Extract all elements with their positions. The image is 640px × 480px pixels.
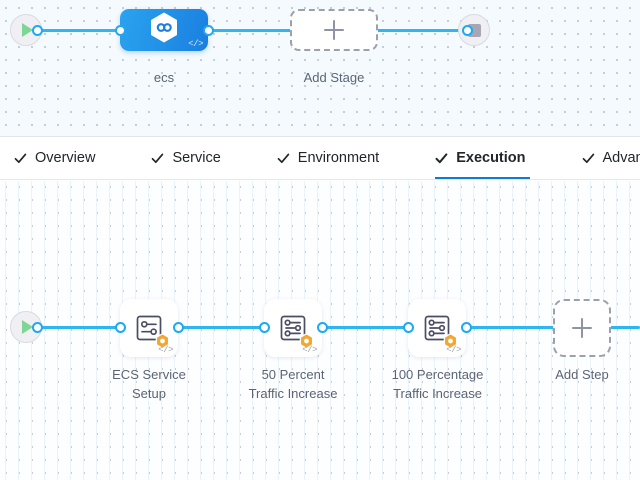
- tab-overview[interactable]: Overview: [8, 137, 109, 179]
- stage-node-ecs[interactable]: </>: [120, 9, 208, 51]
- step2-in-port[interactable]: [259, 322, 270, 333]
- tab-environment[interactable]: Environment: [271, 137, 393, 179]
- add-stage-button[interactable]: [290, 9, 378, 51]
- code-badge-icon: </>: [188, 39, 203, 49]
- tab-execution[interactable]: Execution: [429, 137, 539, 179]
- stage-node-ecs-label: ecs: [153, 70, 175, 85]
- step1-label: ECS Service Setup: [95, 365, 203, 403]
- orange-hexagon-icon: [299, 332, 314, 350]
- plus-icon: [572, 318, 592, 338]
- step1-label-line2: Setup: [132, 386, 166, 401]
- check-icon: [277, 152, 290, 165]
- stage-node-ecs-out-port[interactable]: [203, 25, 214, 36]
- sliders-settings-icon: [421, 312, 458, 350]
- stage-node-ecs-in-port[interactable]: [115, 25, 126, 36]
- edge-add-stage-to-end: [374, 29, 466, 32]
- tab-environment-label: Environment: [297, 150, 380, 166]
- play-icon: [22, 320, 33, 334]
- play-icon: [22, 23, 33, 37]
- add-step-label: Add Step: [555, 367, 609, 382]
- check-icon: [582, 152, 595, 165]
- canvas-divider: [0, 136, 640, 137]
- stage-graph-canvas[interactable]: </> ecs Add Stage: [0, 0, 640, 137]
- step2-label: 50 Percent Traffic Increase: [233, 365, 353, 403]
- edge-step3-to-add-step: [466, 326, 554, 329]
- tab-advanced[interactable]: Advanced: [576, 137, 640, 179]
- tab-service[interactable]: Service: [145, 137, 234, 179]
- stage-end-port[interactable]: [462, 25, 473, 36]
- edge-start-to-step1: [34, 326, 124, 329]
- tab-overview-label: Overview: [35, 150, 96, 166]
- step1-out-port[interactable]: [173, 322, 184, 333]
- edge-start-to-ecs: [34, 29, 126, 32]
- tab-service-label: Service: [172, 150, 221, 166]
- step3-out-port[interactable]: [461, 322, 472, 333]
- code-badge-icon: </>: [302, 345, 317, 355]
- check-icon: [14, 152, 27, 165]
- step2-out-port[interactable]: [317, 322, 328, 333]
- step3-label: 100 Percentage Traffic Increase: [375, 365, 500, 403]
- step2-label-line2: Traffic Increase: [248, 386, 338, 401]
- step-node-100-percentage-traffic-increase[interactable]: </>: [408, 299, 466, 357]
- tab-advanced-label: Advanced: [602, 150, 640, 166]
- add-step-button[interactable]: [553, 299, 611, 357]
- orange-hexagon-icon: [443, 332, 458, 350]
- check-icon: [435, 152, 448, 165]
- edge-ecs-to-add-stage: [204, 29, 294, 32]
- plus-icon: [324, 20, 344, 40]
- code-badge-icon: </>: [446, 345, 461, 355]
- step-node-ecs-service-setup[interactable]: </>: [120, 299, 178, 357]
- execution-steps-canvas[interactable]: </> ECS Service Setup: [0, 181, 640, 480]
- step-node-50-percent-traffic-increase[interactable]: </>: [264, 299, 322, 357]
- step2-label-line1: 50 Percent: [261, 367, 325, 382]
- step-start-port[interactable]: [32, 322, 43, 333]
- edge-add-step-outgoing: [610, 326, 640, 329]
- sliders-settings-icon: [277, 312, 314, 350]
- stage-start-port[interactable]: [32, 25, 43, 36]
- tab-execution-label: Execution: [456, 150, 526, 166]
- step1-in-port[interactable]: [115, 322, 126, 333]
- step3-label-line1: 100 Percentage: [391, 367, 484, 382]
- add-stage-label: Add Stage: [303, 70, 365, 85]
- step3-label-line2: Traffic Increase: [393, 386, 482, 401]
- hexagon-infinity-icon: [149, 12, 179, 49]
- code-badge-icon: </>: [158, 345, 173, 355]
- edge-step1-to-step2: [178, 326, 268, 329]
- step1-label-line1: ECS Service: [112, 367, 186, 382]
- edge-step2-to-step3: [322, 326, 412, 329]
- orange-hexagon-icon: [155, 332, 170, 350]
- step3-in-port[interactable]: [403, 322, 414, 333]
- check-icon: [151, 152, 164, 165]
- stage-config-tab-bar[interactable]: Overview Service Environment Execution A: [0, 137, 640, 180]
- sliders-settings-icon: [133, 312, 170, 350]
